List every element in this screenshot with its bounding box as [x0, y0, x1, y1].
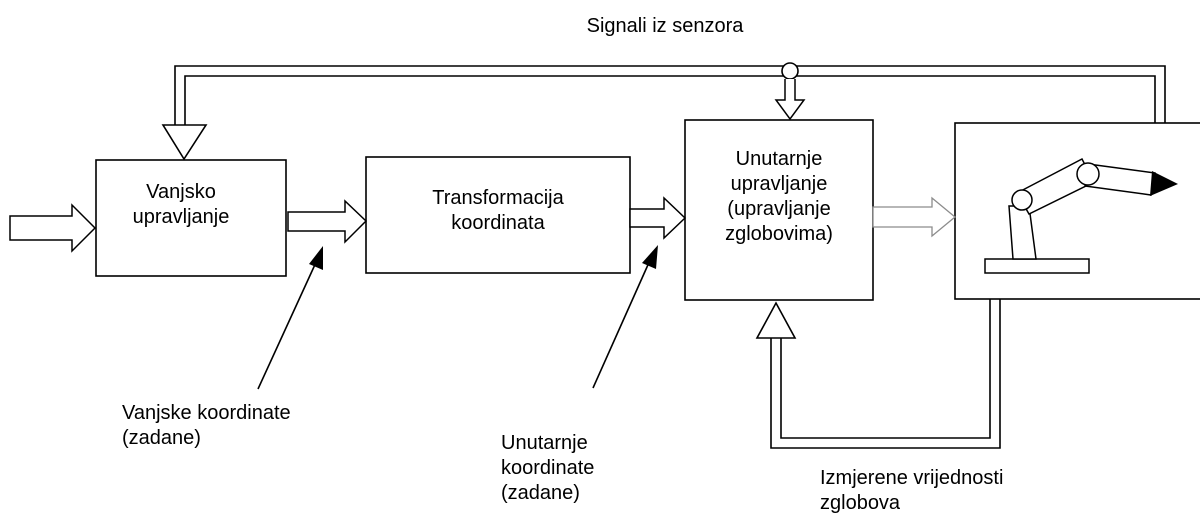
outer-to-transform-arrow [287, 199, 368, 244]
inner-to-robot-arrow [872, 196, 957, 238]
sensor-signals-label: Signali iz senzora [500, 14, 830, 39]
joint-feedback-arrowhead [755, 301, 797, 339]
transformation-label: Transformacija koordinata [366, 186, 630, 236]
outer-control-line-2: upravljanje [132, 206, 230, 228]
measured-joints-line-1: Izmjerene vrijednosti [820, 467, 1004, 489]
joint-feedback-line-inner [780, 299, 991, 439]
sensor-feedback-line-outer [174, 65, 1166, 125]
inner-coords-line-3: (zadane) [501, 482, 580, 504]
inner-coords-line-2: koordinate [501, 457, 595, 479]
measured-joints-annotation: Izmjerene vrijednosti zglobova [820, 466, 1120, 516]
inner-control-line-3: (upravljanje [727, 198, 831, 220]
inner-control-label: Unutarnje upravljanje (upravljanje zglob… [685, 147, 873, 247]
sensor-signals-text: Signali iz senzora [586, 15, 744, 37]
transformation-line-2: koordinata [451, 212, 545, 234]
outer-coords-pointer-head [309, 246, 323, 270]
sensor-to-inner-arrow [774, 79, 806, 121]
measured-joints-line-2: zglobova [820, 492, 901, 514]
outer-control-label: Vanjsko upravljanje [96, 180, 266, 230]
inner-control-line-2: upravljanje [730, 173, 828, 195]
inner-control-line-4: zglobovima) [725, 223, 833, 245]
sensor-feedback-line-inner [184, 75, 1156, 125]
inner-coords-line-1: Unutarnje [501, 432, 588, 454]
sensor-junction [781, 62, 799, 80]
outer-control-block [95, 159, 287, 277]
inner-coords-pointer-head [642, 245, 658, 269]
outer-coords-annotation: Vanjske koordinate (zadane) [122, 401, 382, 451]
joint-feedback-line-outer [770, 299, 1001, 449]
inner-control-line-1: Unutarnje [735, 148, 823, 170]
outer-coords-pointer-line [257, 257, 319, 390]
outer-control-line-1: Vanjsko [146, 181, 216, 203]
inner-control-block [684, 119, 874, 301]
sensor-feedback-arrowhead [161, 124, 208, 161]
inner-coords-annotation: Unutarnje koordinate (zadane) [501, 431, 701, 506]
transformation-line-1: Transformacija [432, 187, 564, 209]
transformation-block [365, 156, 631, 274]
transform-to-inner-arrow [629, 196, 687, 240]
outer-coords-line-1: Vanjske koordinate [122, 402, 291, 424]
outer-coords-line-2: (zadane) [122, 427, 201, 449]
robot-arm-icon [984, 157, 1178, 274]
inner-coords-pointer-line [592, 257, 652, 389]
input-arrow [9, 203, 97, 253]
